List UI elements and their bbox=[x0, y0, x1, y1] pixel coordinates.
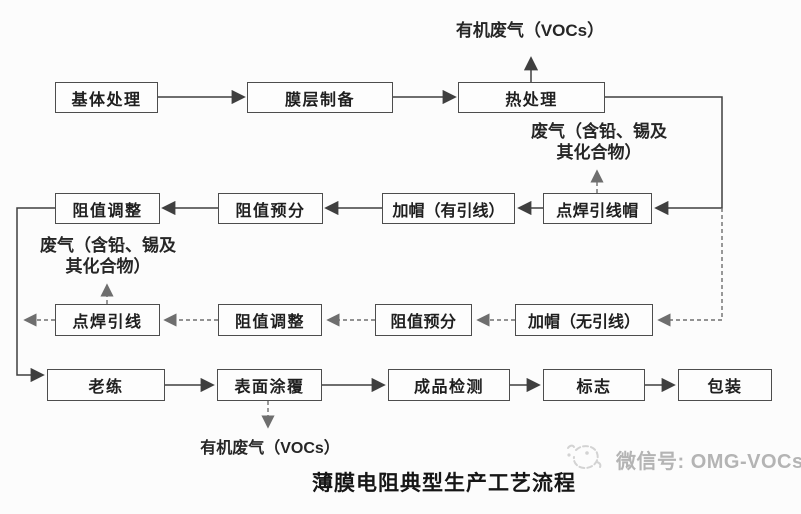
node-resistance-presort-leaded: 阻值预分 bbox=[218, 193, 323, 224]
label-waste-gas-left-line1: 废气（含铅、锡及 bbox=[40, 236, 176, 255]
arrow-heattreat-to-weldcap bbox=[605, 96, 723, 216]
arrow-adjustleaded-to-aging bbox=[16, 207, 55, 383]
node-resistance-adjust-leadless: 阻值调整 bbox=[218, 304, 322, 336]
node-resistance-adjust-leaded: 阻值调整 bbox=[55, 193, 160, 224]
node-capping-leadless: 加帽（无引线） bbox=[515, 304, 653, 336]
node-film-preparation: 膜层制备 bbox=[247, 82, 393, 113]
node-surface-coating: 表面涂覆 bbox=[217, 369, 322, 401]
label-waste-gas-right-line2: 其化合物） bbox=[556, 143, 642, 162]
node-spot-weld-lead-cap: 点焊引线帽 bbox=[543, 193, 652, 224]
node-spot-weld-lead: 点焊引线 bbox=[55, 304, 160, 336]
label-voc-emission-bottom: 有机废气（VOCs） bbox=[200, 440, 340, 457]
node-aging: 老练 bbox=[47, 369, 165, 401]
watermark: 微信号: OMG-VOCs bbox=[560, 438, 801, 480]
node-marking: 标志 bbox=[543, 369, 645, 401]
diagram-title: 薄膜电阻典型生产工艺流程 bbox=[312, 472, 576, 495]
node-resistance-presort-leadless: 阻值预分 bbox=[375, 304, 472, 336]
node-heat-treatment: 热处理 bbox=[458, 82, 605, 113]
arrow-heattreat-branch-to-capleadless bbox=[657, 208, 723, 327]
label-waste-gas-right-line1: 废气（含铅、锡及 bbox=[531, 122, 667, 141]
label-waste-gas-left: 废气（含铅、锡及 其化合物） bbox=[32, 235, 184, 277]
node-substrate-treatment: 基体处理 bbox=[55, 82, 158, 113]
label-waste-gas-left-line2: 其化合物） bbox=[65, 257, 151, 276]
node-final-inspection: 成品检测 bbox=[388, 369, 510, 401]
node-packaging: 包装 bbox=[678, 369, 772, 401]
node-capping-leaded: 加帽（有引线） bbox=[382, 193, 515, 224]
label-voc-emission-top: 有机废气（VOCs） bbox=[455, 21, 605, 40]
watermark-text: 微信号: OMG-VOCs bbox=[616, 450, 801, 473]
label-waste-gas-right: 废气（含铅、锡及 其化合物） bbox=[523, 121, 675, 163]
scribble-face-icon bbox=[567, 444, 602, 470]
